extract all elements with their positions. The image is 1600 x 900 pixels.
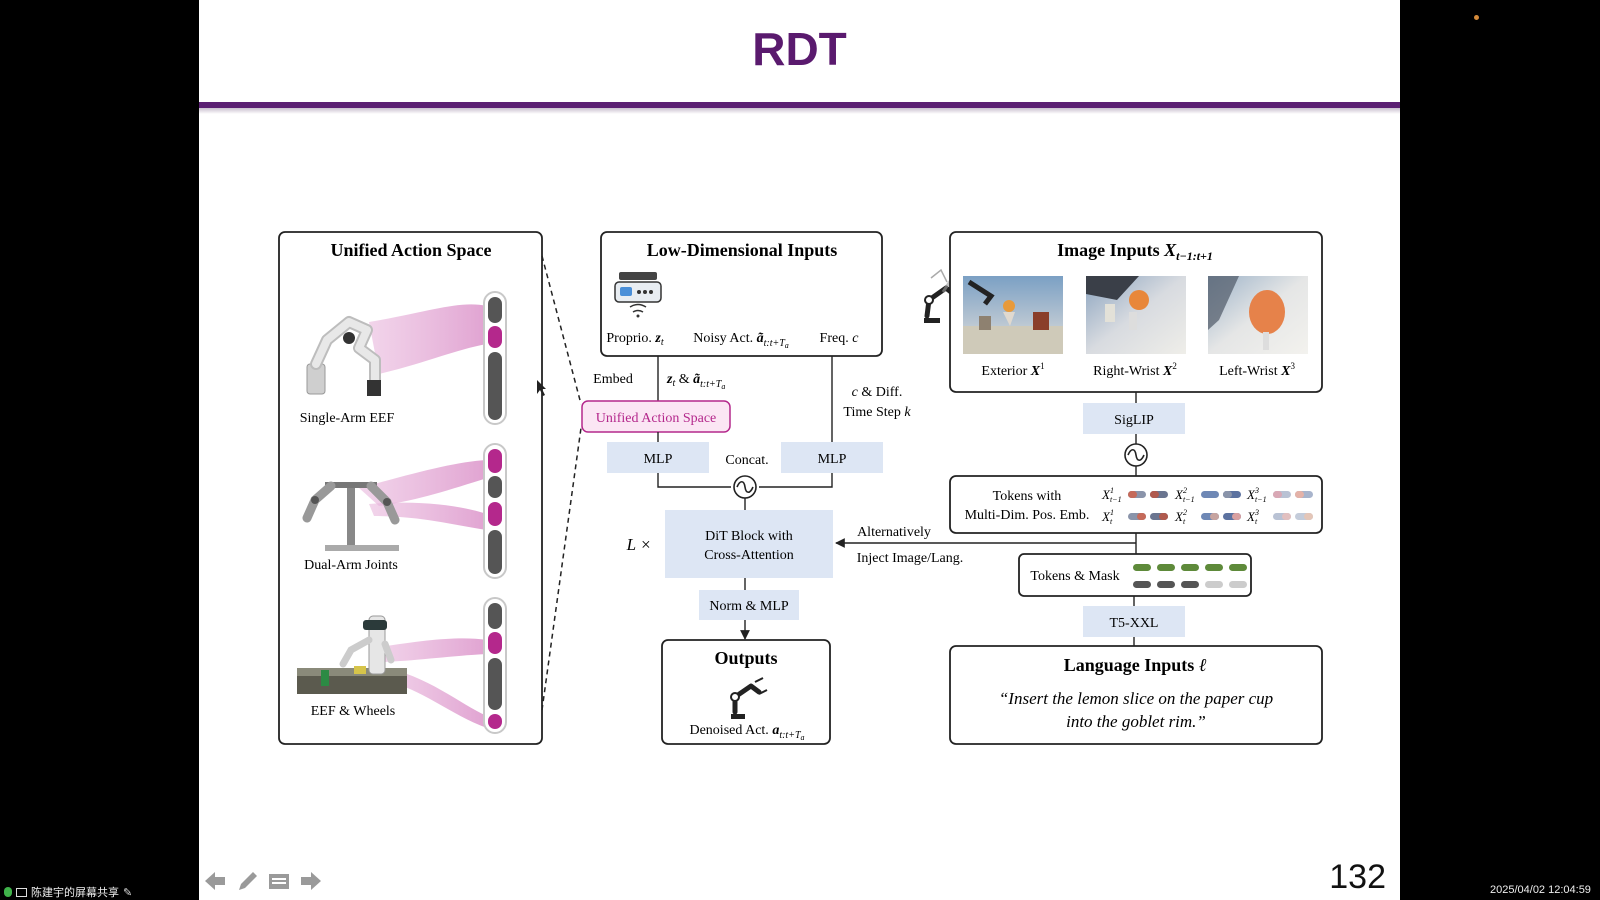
slide-title: RDT [752, 23, 847, 75]
mlp-right-label: MLP [818, 452, 847, 467]
proprio-label: Proprio. zt [606, 331, 663, 348]
svg-text:X3t: X3t [1246, 508, 1259, 526]
camera-label-right-wrist: Right-Wrist X2 [1093, 361, 1177, 379]
action-vector-3 [483, 597, 507, 734]
slide: RDT [199, 0, 1400, 900]
alternatively-label: Alternatively [857, 525, 931, 540]
language-instruction-line1: “Insert the lemon slice on the paper cup [999, 689, 1273, 708]
image-inputs-title: Image Inputs Xt−1:t+1 [1057, 240, 1213, 263]
menu-icon[interactable] [267, 870, 291, 892]
l-times-label: L × [626, 535, 652, 554]
unified-action-space-panel: Unified Action Space [278, 231, 543, 745]
mlp-left-label: MLP [644, 452, 673, 467]
dit-block-box [665, 510, 833, 578]
screen-share-indicator: 陈建宇的屏幕共享 ✎ [4, 884, 132, 900]
single-arm-robot-icon [306, 316, 381, 396]
svg-text:X3t−1: X3t−1 [1246, 486, 1267, 504]
siglip-box [1083, 403, 1185, 434]
pen-tool-icon[interactable] [235, 870, 259, 892]
norm-mlp-label: Norm & MLP [709, 599, 789, 614]
concat-operator-icon [733, 475, 757, 499]
low-dim-title: Low-Dimensional Inputs [647, 240, 838, 260]
svg-text:X1t: X1t [1101, 508, 1114, 526]
svg-text:Unified Action Space: Unified Action Space [596, 411, 717, 426]
dual-arm-robot-icon [302, 481, 400, 551]
svg-text:X2t−1: X2t−1 [1174, 486, 1195, 504]
robot-label-eef-wheels: EEF & Wheels [311, 704, 396, 719]
tokens-mask-label: Tokens & Mask [1030, 569, 1119, 584]
outputs-panel: Outputs Denoised Act. at:t+Ta [661, 639, 831, 745]
action-vector-2 [483, 443, 507, 579]
freq-label: Freq. c [820, 331, 860, 346]
inject-label: Inject Image/Lang. [857, 551, 964, 566]
mouse-cursor-icon [537, 380, 546, 396]
norm-mlp-box [699, 590, 799, 620]
language-instruction-line2: into the goblet rim.” [1066, 712, 1206, 731]
camera-image-left-wrist [1208, 276, 1308, 354]
camera-image-right-wrist [1086, 276, 1186, 354]
mlp-right-box [781, 442, 883, 473]
svg-text:X2t: X2t [1174, 508, 1187, 526]
tokens-label-line2: Multi-Dim. Pos. Emb. [965, 508, 1090, 523]
denoised-label: Denoised Act. at:t+Ta [689, 723, 804, 742]
cdiff-label-line1: c & Diff. [852, 385, 903, 400]
unified-action-space-tag: Unified Action Space [581, 400, 731, 433]
language-token-pills [1133, 564, 1247, 588]
camera-label-exterior: Exterior X1 [981, 361, 1044, 379]
image-inputs-panel: Image Inputs Xt−1:t+1 [949, 231, 1323, 393]
slide-nav-toolbar [203, 870, 323, 892]
action-vector-1 [483, 291, 507, 425]
mlp-left-box [607, 442, 709, 473]
outputs-title: Outputs [714, 648, 777, 668]
unified-action-space-title: Unified Action Space [330, 240, 491, 260]
title-rule-shadow [199, 108, 1400, 114]
cdiff-label-line2: Time Step k [843, 405, 911, 420]
proprio-sensor-icon [614, 272, 662, 318]
embed-expression: zt & ãt:t+Ta [666, 372, 725, 391]
t5-xxl-label: T5-XXL [1110, 616, 1159, 631]
dit-label-line1: DiT Block with [705, 529, 793, 544]
concat-label: Concat. [725, 453, 768, 468]
edit-icon[interactable]: ✎ [123, 886, 133, 899]
title-rule [199, 102, 1400, 108]
rdt-architecture-diagram: Unified Action Space [278, 231, 1323, 745]
screen-share-status: 陈建宇的屏幕共享 [31, 887, 119, 899]
t5-xxl-box [1083, 606, 1185, 637]
robot-label-single-arm: Single-Arm EEF [300, 411, 395, 426]
dit-label-line2: Cross-Attention [704, 548, 793, 563]
robot-label-dual-arm: Dual-Arm Joints [304, 558, 398, 573]
tokens-mask-panel: Tokens & Mask [1018, 553, 1252, 597]
denoised-action-arm-icon [730, 677, 768, 719]
language-inputs-title: Language Inputs ℓ [1064, 655, 1207, 675]
siglip-label: SigLIP [1114, 413, 1154, 428]
dashed-connector-top [541, 255, 582, 405]
tokens-label-line1: Tokens with [993, 489, 1062, 504]
screen-share-icon [16, 887, 27, 897]
recording-dot [1474, 15, 1479, 20]
noisy-act-label: Noisy Act. ãt:t+Ta [693, 331, 789, 350]
embed-label: Embed [593, 372, 633, 387]
camera-label-left-wrist: Left-Wrist X3 [1219, 361, 1295, 379]
low-dimensional-inputs-panel: Low-Dimensional Inputs [600, 231, 1072, 357]
dashed-connector-bottom [541, 427, 582, 711]
next-slide-icon[interactable] [299, 870, 323, 892]
language-inputs-panel: Language Inputs ℓ “Insert the lemon slic… [949, 645, 1323, 745]
page-number: 132 [1329, 858, 1386, 896]
image-token-pills [1128, 491, 1313, 520]
mobile-robot-icon [297, 615, 407, 694]
camera-image-exterior [963, 276, 1063, 354]
previous-slide-icon[interactable] [203, 870, 227, 892]
share-timestamp: 2025/04/02 12:04:59 [1490, 884, 1591, 896]
svg-text:X1t−1: X1t−1 [1101, 486, 1122, 504]
pos-emb-add-icon [1124, 443, 1148, 467]
microphone-icon [4, 887, 12, 897]
